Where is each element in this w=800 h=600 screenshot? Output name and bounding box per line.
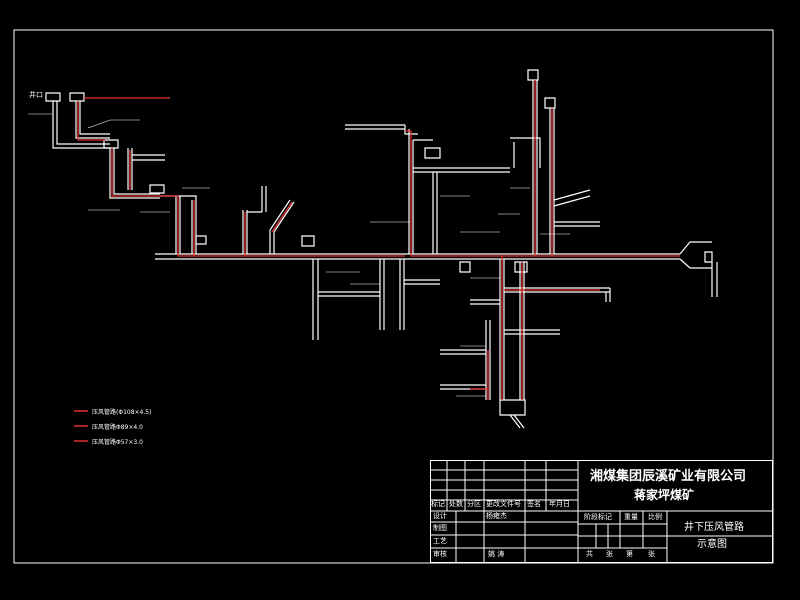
lower-cross-3 (504, 287, 611, 302)
roadway-network (45, 69, 718, 429)
vent-shaft (532, 80, 538, 254)
title-block-grid (430, 460, 773, 563)
upper-right-branch-2 (554, 221, 600, 227)
chamber-a (103, 139, 119, 149)
shaft-collar-1 (45, 92, 61, 102)
pipe-main-west (111, 148, 405, 257)
vent-shaft-2 (549, 108, 555, 254)
sheet-total-prefix: 共 (586, 550, 593, 558)
rev-header-file: 更改文件号 (486, 500, 521, 508)
company-name: 湘煤集团辰溪矿业有限公司 (590, 469, 747, 484)
shaft-1 (52, 101, 110, 149)
stage-label: 阶段标记 (584, 513, 612, 521)
shaft-collar-2 (69, 92, 85, 102)
lower-drift-2 (379, 259, 385, 330)
sheet-total-suffix: 张 (606, 550, 613, 558)
branch-1 (242, 210, 248, 254)
role-process: 工艺 (433, 537, 447, 545)
upper-right-branch (553, 189, 591, 207)
pump-room (301, 235, 315, 247)
legend-label-3: 压风管路Φ57×3.0 (92, 438, 143, 446)
legend-label-2: 压风管路Φ89×4.0 (92, 423, 143, 431)
branch-2 (269, 199, 295, 254)
pipe-central (410, 131, 680, 257)
lower-drift-1 (312, 259, 319, 340)
leader-lines (28, 113, 570, 397)
rev-header-mark: 标记 (431, 500, 445, 508)
right-drift (711, 262, 718, 297)
central-raise (404, 125, 418, 254)
lower-drift-3 (399, 259, 405, 330)
mine-name: 蒋家坪煤矿 (634, 488, 695, 502)
lower-cross-7 (504, 329, 560, 335)
rev-header-count: 处数 (449, 500, 463, 508)
designer-name: 杨雍杰 (486, 512, 507, 520)
pipe-branch-2 (271, 201, 293, 233)
approver-name: 姚 涛 (488, 550, 505, 558)
pipe-lower-branch (470, 350, 489, 400)
drift-a (132, 154, 165, 161)
lower-chamber-2 (514, 261, 528, 273)
right-chamber (704, 251, 713, 263)
lower-chamber-1 (459, 261, 471, 273)
lower-raise-b (485, 320, 491, 400)
sump (499, 399, 526, 416)
upper-drift (345, 124, 405, 130)
weight-label: 重量 (624, 513, 638, 521)
vent-shaft-top (527, 69, 539, 81)
title-block (430, 460, 773, 563)
chamber-b (149, 184, 165, 194)
incline-c (160, 195, 190, 254)
upper-right-room (510, 137, 541, 168)
legend: 压风管路(Φ108×4.5) 压风管路Φ89×4.0 压风管路Φ57×3.0 (74, 408, 151, 446)
pipe-shaft (77, 101, 105, 141)
drawing-title-line1: 井下压风管路 (684, 522, 744, 533)
rev-header-zone: 分区 (467, 500, 481, 508)
right-fork (679, 241, 712, 269)
raise-2 (432, 172, 438, 254)
incline-d (190, 195, 197, 254)
drawing-title-line2: 示意图 (697, 539, 727, 550)
lower-cross-2 (404, 279, 440, 285)
vent-chamber (544, 97, 556, 109)
scale-label: 比例 (648, 513, 662, 521)
drawing-frame (13, 29, 774, 564)
upper-chamber (413, 139, 441, 159)
branch-1b (247, 186, 267, 213)
shaft-2 (75, 101, 110, 139)
lower-cross-5 (440, 349, 486, 355)
legend-label-1: 压风管路(Φ108×4.5) (92, 408, 151, 416)
lower-raise-c (519, 262, 525, 400)
sheet-index-suffix: 张 (648, 550, 655, 558)
sheet-index-prefix: 第 (626, 550, 633, 558)
lower-cross-1 (318, 291, 380, 297)
cross-drift-1 (413, 167, 510, 173)
role-design: 设计 (433, 512, 447, 520)
lower-cross-4 (470, 299, 500, 305)
sump-outlet (509, 414, 525, 429)
role-draft: 制图 (433, 524, 447, 532)
rev-header-sign: 签名 (527, 500, 541, 508)
incline-a (109, 148, 160, 199)
role-review: 审核 (433, 550, 447, 558)
shaft-label: 井口 (29, 90, 43, 99)
air-pipeline (77, 80, 680, 400)
chamber-c (195, 235, 207, 245)
rev-header-date: 年月日 (549, 500, 570, 508)
